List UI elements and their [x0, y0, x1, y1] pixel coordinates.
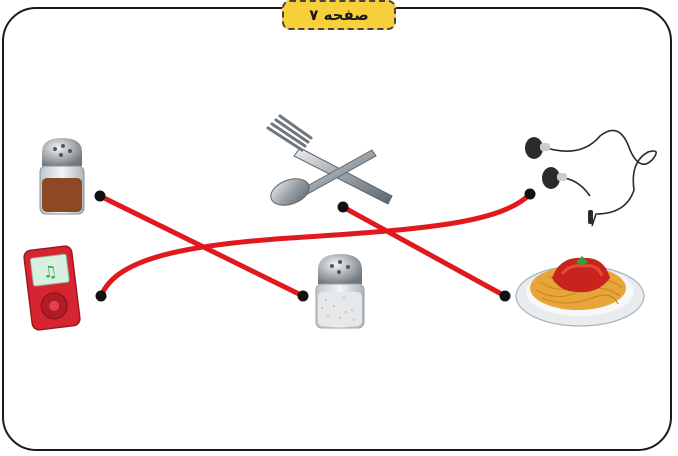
page-number-tab: صفحه ۷ [282, 0, 396, 30]
fork-spoon-icon[interactable] [266, 114, 393, 210]
dot-player [95, 290, 107, 302]
dot-spaghetti [499, 290, 511, 302]
spaghetti-icon[interactable] [515, 256, 645, 327]
svg-text:♫: ♫ [42, 261, 59, 282]
earphones-icon[interactable] [525, 129, 657, 227]
salt-shaker-icon[interactable] [315, 254, 365, 329]
worksheet-frame [2, 7, 672, 451]
dot-fork [337, 201, 349, 213]
connection-fork-spaghetti [340, 204, 508, 299]
dot-pepper [94, 190, 106, 202]
connection-player-earphones [98, 191, 533, 299]
music-player-icon[interactable]: ♫ [23, 245, 81, 331]
pepper-shaker-icon[interactable] [39, 138, 85, 215]
endpoint-dots [94, 188, 536, 302]
connection-lines [97, 191, 533, 299]
dot-earphones [524, 188, 536, 200]
dot-salt [297, 290, 309, 302]
